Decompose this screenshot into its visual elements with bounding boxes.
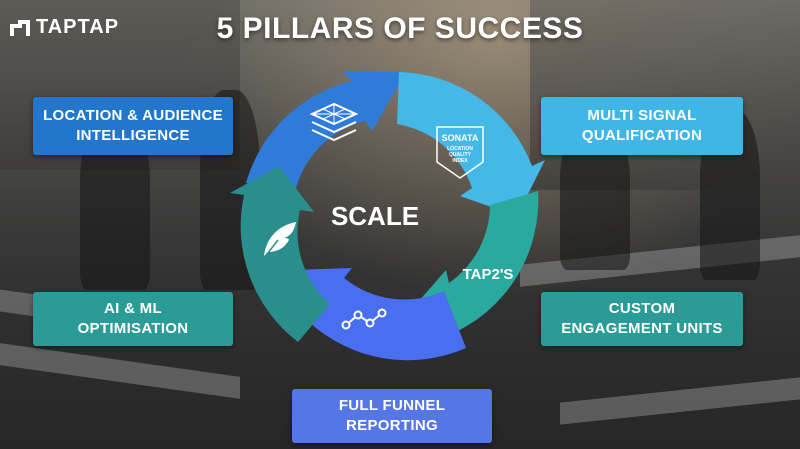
pillar-location-audience-intelligence: LOCATION & AUDIENCE INTELLIGENCE — [33, 97, 233, 155]
cycle-segment-sonata — [397, 72, 545, 216]
sonata-line: LOCATION — [447, 146, 473, 152]
center-scale-label: SCALE — [331, 201, 419, 231]
sonata-badge-icon: SONATA LOCATION QUALITY INDEX — [436, 126, 484, 179]
analytics-chart-icon — [341, 308, 387, 330]
page-title: 5 PILLARS OF SUCCESS — [216, 12, 584, 45]
pillar-custom-engagement-units: CUSTOM ENGAGEMENT UNITS — [541, 292, 743, 346]
feather-icon — [263, 222, 296, 259]
pillar-ai-ml-optimisation: AI & ML OPTIMISATION — [33, 292, 233, 346]
pillar-multi-signal-qualification: MULTI SIGNAL QUALIFICATION — [541, 97, 743, 155]
sonata-title: SONATA — [442, 133, 479, 143]
taptap-logo: TAPTAP — [10, 16, 119, 39]
layers-grid-icon — [309, 102, 359, 142]
tap2s-label: TAP2'S — [463, 266, 514, 283]
logo-text: TAPTAP — [36, 16, 120, 38]
pillar-full-funnel-reporting: FULL FUNNEL REPORTING — [292, 389, 492, 443]
sonata-line: INDEX — [452, 158, 468, 164]
sonata-line: QUALITY — [449, 152, 472, 158]
cycle-segment-layers — [246, 71, 406, 188]
cycle-segment-feather — [230, 166, 330, 342]
taptap-logo-icon — [10, 19, 30, 36]
